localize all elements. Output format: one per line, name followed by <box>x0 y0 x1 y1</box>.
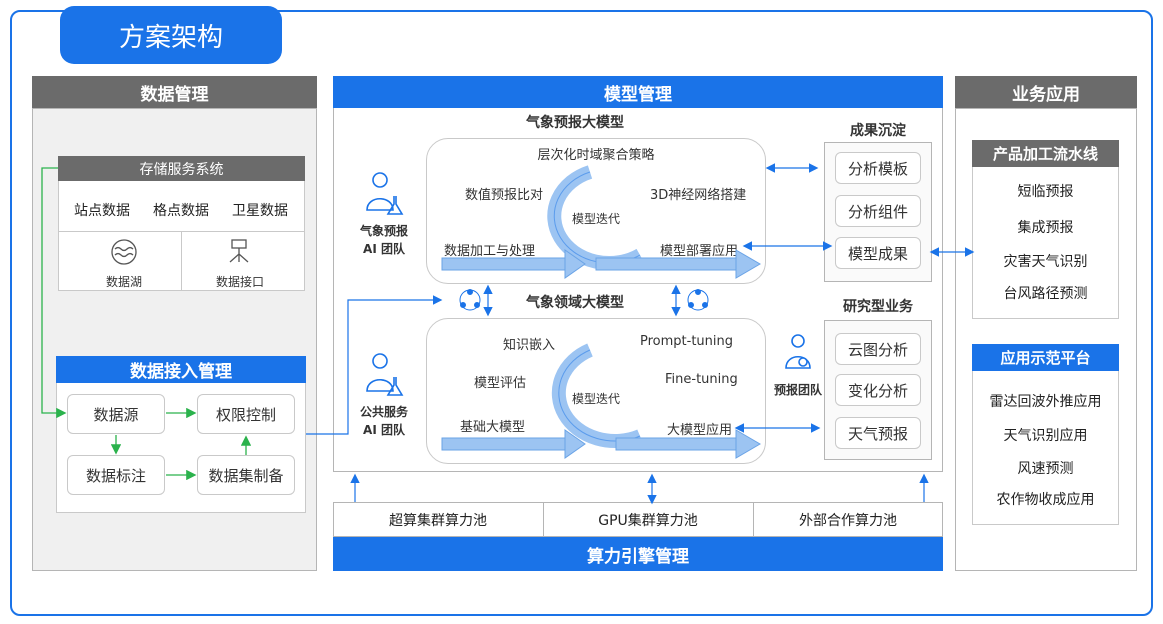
domain-left: 模型评估 <box>474 376 527 391</box>
access-title: 数据接入管理 <box>56 356 306 383</box>
domain-center: 模型迭代 <box>571 392 620 406</box>
pipeline-item: 集成预报 <box>1017 220 1074 236</box>
weather-top: 层次化时域聚合策略 <box>537 148 655 163</box>
team-weather-line2: AI 团队 <box>363 242 405 256</box>
supercomputing-pool: 超算集群算力池 <box>389 512 487 529</box>
blue-flow-arrows <box>306 163 975 505</box>
external-pool: 外部合作算力池 <box>799 512 897 529</box>
network-icon <box>687 289 709 311</box>
team-public-line2: AI 团队 <box>363 423 405 437</box>
demo-item: 天气识别应用 <box>1003 428 1088 444</box>
pipeline-item: 台风路径预测 <box>1003 286 1088 302</box>
green-flow-arrows <box>41 167 252 481</box>
pipeline-item: 短临预报 <box>1017 184 1074 200</box>
model-result[interactable]: 模型成果 <box>835 237 921 269</box>
gpu-pool: GPU集群算力池 <box>598 512 698 529</box>
pipeline-box <box>972 167 1119 319</box>
domain-top-left: 知识嵌入 <box>503 338 556 353</box>
model-mgmt-header: 模型管理 <box>333 76 943 108</box>
iteration-cycle-icon <box>441 165 761 279</box>
weather-forecast[interactable]: 天气预报 <box>835 417 921 449</box>
scientist-icon <box>366 353 404 396</box>
analysis-template[interactable]: 分析模板 <box>835 152 921 184</box>
data-api-label: 数据接口 <box>215 275 264 289</box>
scientist-icon <box>366 172 404 215</box>
divider <box>543 502 544 537</box>
domain-bottom-left: 基础大模型 <box>460 420 526 435</box>
demo-box <box>972 371 1119 525</box>
demo-title: 应用示范平台 <box>972 344 1119 371</box>
data-lake-label: 数据湖 <box>105 275 142 289</box>
data-source-button[interactable]: 数据源 <box>67 394 165 434</box>
team-forecast-label: 预报团队 <box>773 383 822 397</box>
weather-left: 数值预报比对 <box>465 188 544 203</box>
demo-item: 雷达回波外推应用 <box>989 394 1102 410</box>
analysis-component[interactable]: 分析组件 <box>835 195 921 227</box>
compute-engine-footer: 算力引擎管理 <box>333 537 943 571</box>
pipeline-item: 灾害天气识别 <box>1003 254 1088 270</box>
domain-model-title: 气象领域大模型 <box>526 295 624 311</box>
change-analysis[interactable]: 变化分析 <box>835 374 921 406</box>
weather-right: 3D神经网络搭建 <box>650 188 747 203</box>
data-lake-icon <box>111 239 137 265</box>
divider <box>181 231 182 291</box>
team-public-line1: 公共服务 <box>359 405 408 419</box>
network-icon <box>459 289 481 311</box>
biz-app-header: 业务应用 <box>955 76 1137 108</box>
research-title: 研究型业务 <box>843 299 913 315</box>
permission-button[interactable]: 权限控制 <box>197 394 295 434</box>
domain-right: Fine-tuning <box>665 372 738 387</box>
divider <box>753 502 754 537</box>
storage-title: 存储服务系统 <box>58 156 305 181</box>
cloud-analysis[interactable]: 云图分析 <box>835 333 921 365</box>
team-weather-line1: 气象预报 <box>359 224 408 238</box>
weather-bottom-left: 数据加工与处理 <box>444 244 536 259</box>
station-data: 站点数据 <box>74 203 130 219</box>
weather-center: 模型迭代 <box>571 212 620 226</box>
weather-bottom-right: 模型部署应用 <box>660 244 739 259</box>
demo-item: 农作物收成应用 <box>996 492 1095 508</box>
satellite-data: 卫星数据 <box>232 203 288 219</box>
results-title: 成果沉淀 <box>850 123 906 139</box>
dataset-prep-button[interactable]: 数据集制备 <box>197 455 295 495</box>
data-api-icon <box>229 239 249 263</box>
pipeline-title: 产品加工流水线 <box>972 140 1119 167</box>
weather-model-title: 气象预报大模型 <box>526 115 624 131</box>
demo-item: 风速预测 <box>1017 461 1074 477</box>
forecast-team-icon <box>785 334 811 369</box>
iteration-cycle-icon <box>441 343 761 459</box>
data-mgmt-header: 数据管理 <box>32 76 317 108</box>
domain-top-right: Prompt-tuning <box>640 334 734 349</box>
grid-data: 格点数据 <box>153 203 209 219</box>
domain-bottom-right: 大模型应用 <box>667 423 733 438</box>
outer-frame <box>10 10 1153 616</box>
page-title: 方案架构 <box>60 6 282 64</box>
compute-pools-row <box>333 502 943 537</box>
data-label-button[interactable]: 数据标注 <box>67 455 165 495</box>
